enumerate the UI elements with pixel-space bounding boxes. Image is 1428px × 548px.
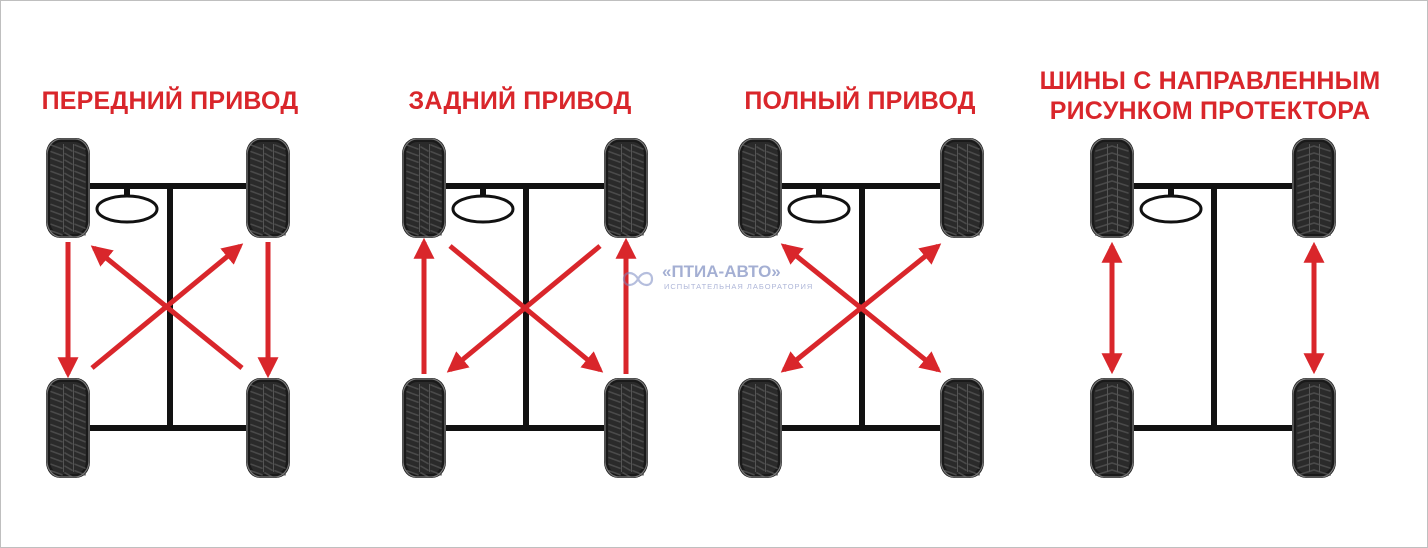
title-front-wheel-drive: ПЕРЕДНИЙ ПРИВОД (41, 87, 299, 115)
tire-front-right (246, 138, 290, 238)
tire-front-left (46, 138, 90, 238)
chassis (1134, 183, 1292, 431)
title-rear-wheel-drive: ЗАДНИЙ ПРИВОД (408, 87, 632, 115)
tire-rear-left (1090, 378, 1134, 478)
tire-front-left (402, 138, 446, 238)
diagram-directional (1090, 138, 1336, 478)
tire-front-right (1292, 138, 1336, 238)
tire-front-right (604, 138, 648, 238)
tire-rear-right (604, 378, 648, 478)
diagram-rear-wheel-drive (402, 138, 648, 478)
tire-front-left (738, 138, 782, 238)
diagram-front-wheel-drive (46, 138, 290, 478)
tire-rear-left (46, 378, 90, 478)
arrow-rear-left-to-front-right (90, 243, 244, 370)
tire-rear-left (402, 378, 446, 478)
infinity-logo-icon (622, 271, 654, 287)
title-directional-tires: ШИНЫ С НАПРАВЛЕННЫМ РИСУНКОМ ПРОТЕКТОРА (1030, 66, 1390, 126)
tire-rear-right (1292, 378, 1336, 478)
watermark-subtitle: ИСПЫТАТЕЛЬНАЯ ЛАБОРАТОРИЯ (664, 282, 814, 291)
title-all-wheel-drive: ПОЛНЫЙ ПРИВОД (744, 87, 976, 115)
tire-rear-left (738, 378, 782, 478)
chassis (446, 183, 604, 431)
tire-front-left (1090, 138, 1134, 238)
watermark: «ПТИА-АВТО» ИСПЫТАТЕЛЬНАЯ ЛАБОРАТОРИЯ (618, 262, 820, 296)
tire-rear-right (246, 378, 290, 478)
arrow-front-right-to-rear-left (446, 244, 602, 373)
title-directional-line-1: ШИНЫ С НАПРАВЛЕННЫМ (1039, 67, 1381, 95)
watermark-title: «ПТИА-АВТО» (662, 262, 781, 281)
tire-rear-right (940, 378, 984, 478)
diagram-all-wheel-drive (738, 138, 984, 478)
tire-front-right (940, 138, 984, 238)
title-directional-line-2: РИСУНКОМ ПРОТЕКТОРА (1049, 97, 1371, 125)
arrow-cross-right-left (780, 243, 942, 373)
